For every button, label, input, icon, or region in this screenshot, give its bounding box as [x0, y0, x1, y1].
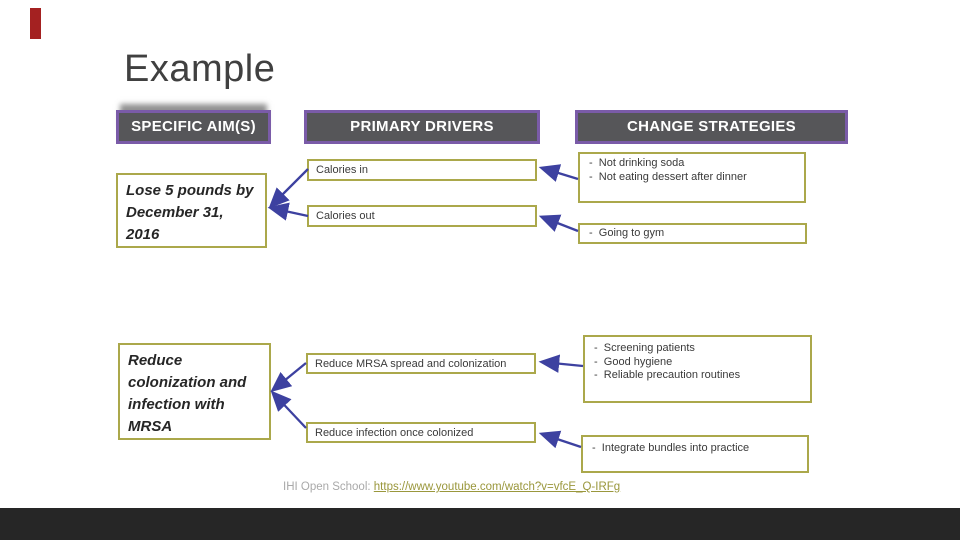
- strategy-line: - Screening patients: [594, 342, 695, 354]
- footer-label: IHI Open School:: [283, 481, 374, 493]
- strategy-box-gym: - Going to gym: [578, 223, 807, 244]
- strategy-box-screening: - Screening patients - Good hygiene - Re…: [583, 335, 812, 403]
- driver-box-mrsa-spread: Reduce MRSA spread and colonization: [306, 353, 536, 374]
- strategy-line: - Good hygiene: [594, 355, 673, 368]
- header-change-strategies: CHANGE STRATEGIES: [575, 110, 848, 144]
- aim-box-lose-5-pounds: Lose 5 pounds by December 31, 2016: [116, 173, 267, 248]
- page-title: Example: [124, 48, 276, 90]
- header-primary-drivers: PRIMARY DRIVERS: [304, 110, 540, 144]
- header-specific-aims: SPECIFIC AIM(S): [116, 110, 271, 144]
- aim-box-reduce-mrsa: Reduce colonization and infection with M…: [118, 343, 271, 440]
- footer-link[interactable]: https://www.youtube.com/watch?v=vfcE_Q-I…: [373, 481, 621, 493]
- driver-box-calories-in: Calories in: [307, 159, 537, 181]
- red-accent-bar: [30, 8, 41, 39]
- strategy-line: - Going to gym: [589, 227, 665, 239]
- strategy-line: - Not drinking soda: [589, 157, 685, 169]
- driver-box-infection-colonized: Reduce infection once colonized: [306, 422, 536, 443]
- driver-box-calories-out: Calories out: [307, 205, 537, 227]
- strategy-line: - Not eating dessert after dinner: [589, 170, 747, 183]
- strategy-line: - Integrate bundles into practice: [592, 442, 750, 454]
- footer: IHI Open School: https://www.youtube.com…: [283, 481, 620, 493]
- strategy-box-diet: - Not drinking soda - Not eating dessert…: [578, 152, 806, 203]
- strategy-box-bundles: - Integrate bundles into practice: [581, 435, 809, 473]
- strategy-line: - Reliable precaution routines: [594, 369, 741, 381]
- bottom-bar: [0, 508, 960, 540]
